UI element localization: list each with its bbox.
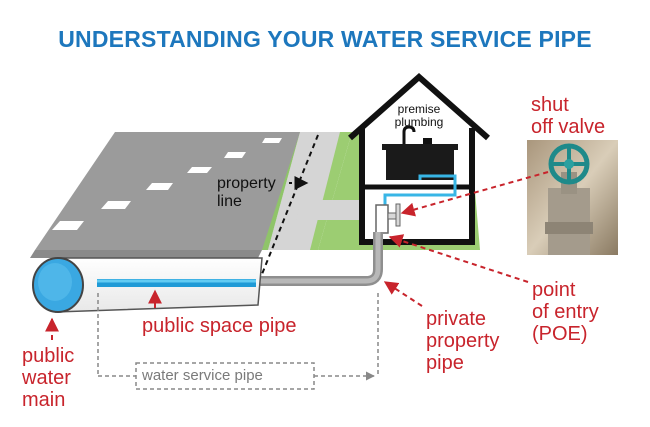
page-title: UNDERSTANDING YOUR WATER SERVICE PIPE: [58, 26, 592, 52]
house: [348, 72, 490, 245]
premise-plumbing-label: premise plumbing: [384, 103, 454, 129]
public-water-main-line1: public: [22, 345, 75, 367]
house-plumbing-line: [383, 174, 457, 208]
sidewalk: [268, 132, 340, 250]
shut-off-valve-label: shut off valve: [531, 94, 605, 138]
private-property-pipe-line3: pipe: [426, 352, 464, 374]
private-property-pipe-label: private property pipe: [426, 308, 499, 374]
private-pipe-arrow: [383, 281, 423, 307]
public-water-main-line3: main: [22, 389, 66, 411]
private-property-pipe-line2: property: [426, 330, 500, 352]
property-line-line1: property: [217, 175, 276, 192]
water-service-pipe-label: water service pipe: [142, 367, 263, 384]
property-line-line2: line: [217, 193, 242, 210]
private-property-pipe-line1: private: [426, 308, 487, 330]
poe-valve-icon: [375, 203, 401, 234]
lane-markings: [52, 138, 282, 230]
premise-plumbing-line2: plumbing: [394, 115, 444, 129]
public-water-main-label: public water main: [22, 345, 74, 411]
point-of-entry-line2: of entry: [532, 301, 599, 323]
property-line-label: property line: [217, 175, 276, 211]
point-of-entry-line3: (POE): [532, 323, 588, 345]
shut-off-valve-arrow: [400, 171, 549, 217]
front-path: [296, 200, 362, 220]
point-of-entry-line1: point: [532, 279, 576, 301]
road-front-edge: [30, 250, 262, 258]
point-of-entry-label: point of entry (POE): [532, 279, 599, 345]
premise-plumbing-line1: premise: [397, 102, 441, 116]
shut-off-valve-line2: off valve: [531, 116, 606, 138]
shut-off-valve-line1: shut: [531, 94, 569, 116]
water-service-bracket: [97, 293, 379, 390]
shut-off-valve-photo: [527, 140, 618, 255]
poe-arrow: [388, 234, 529, 283]
label-arrows: [45, 171, 549, 340]
public-space-pipe-label: public space pipe: [142, 315, 297, 337]
valve-handle-icon: [548, 143, 590, 185]
road: [35, 132, 300, 250]
public-water-main-line2: water: [22, 367, 71, 389]
